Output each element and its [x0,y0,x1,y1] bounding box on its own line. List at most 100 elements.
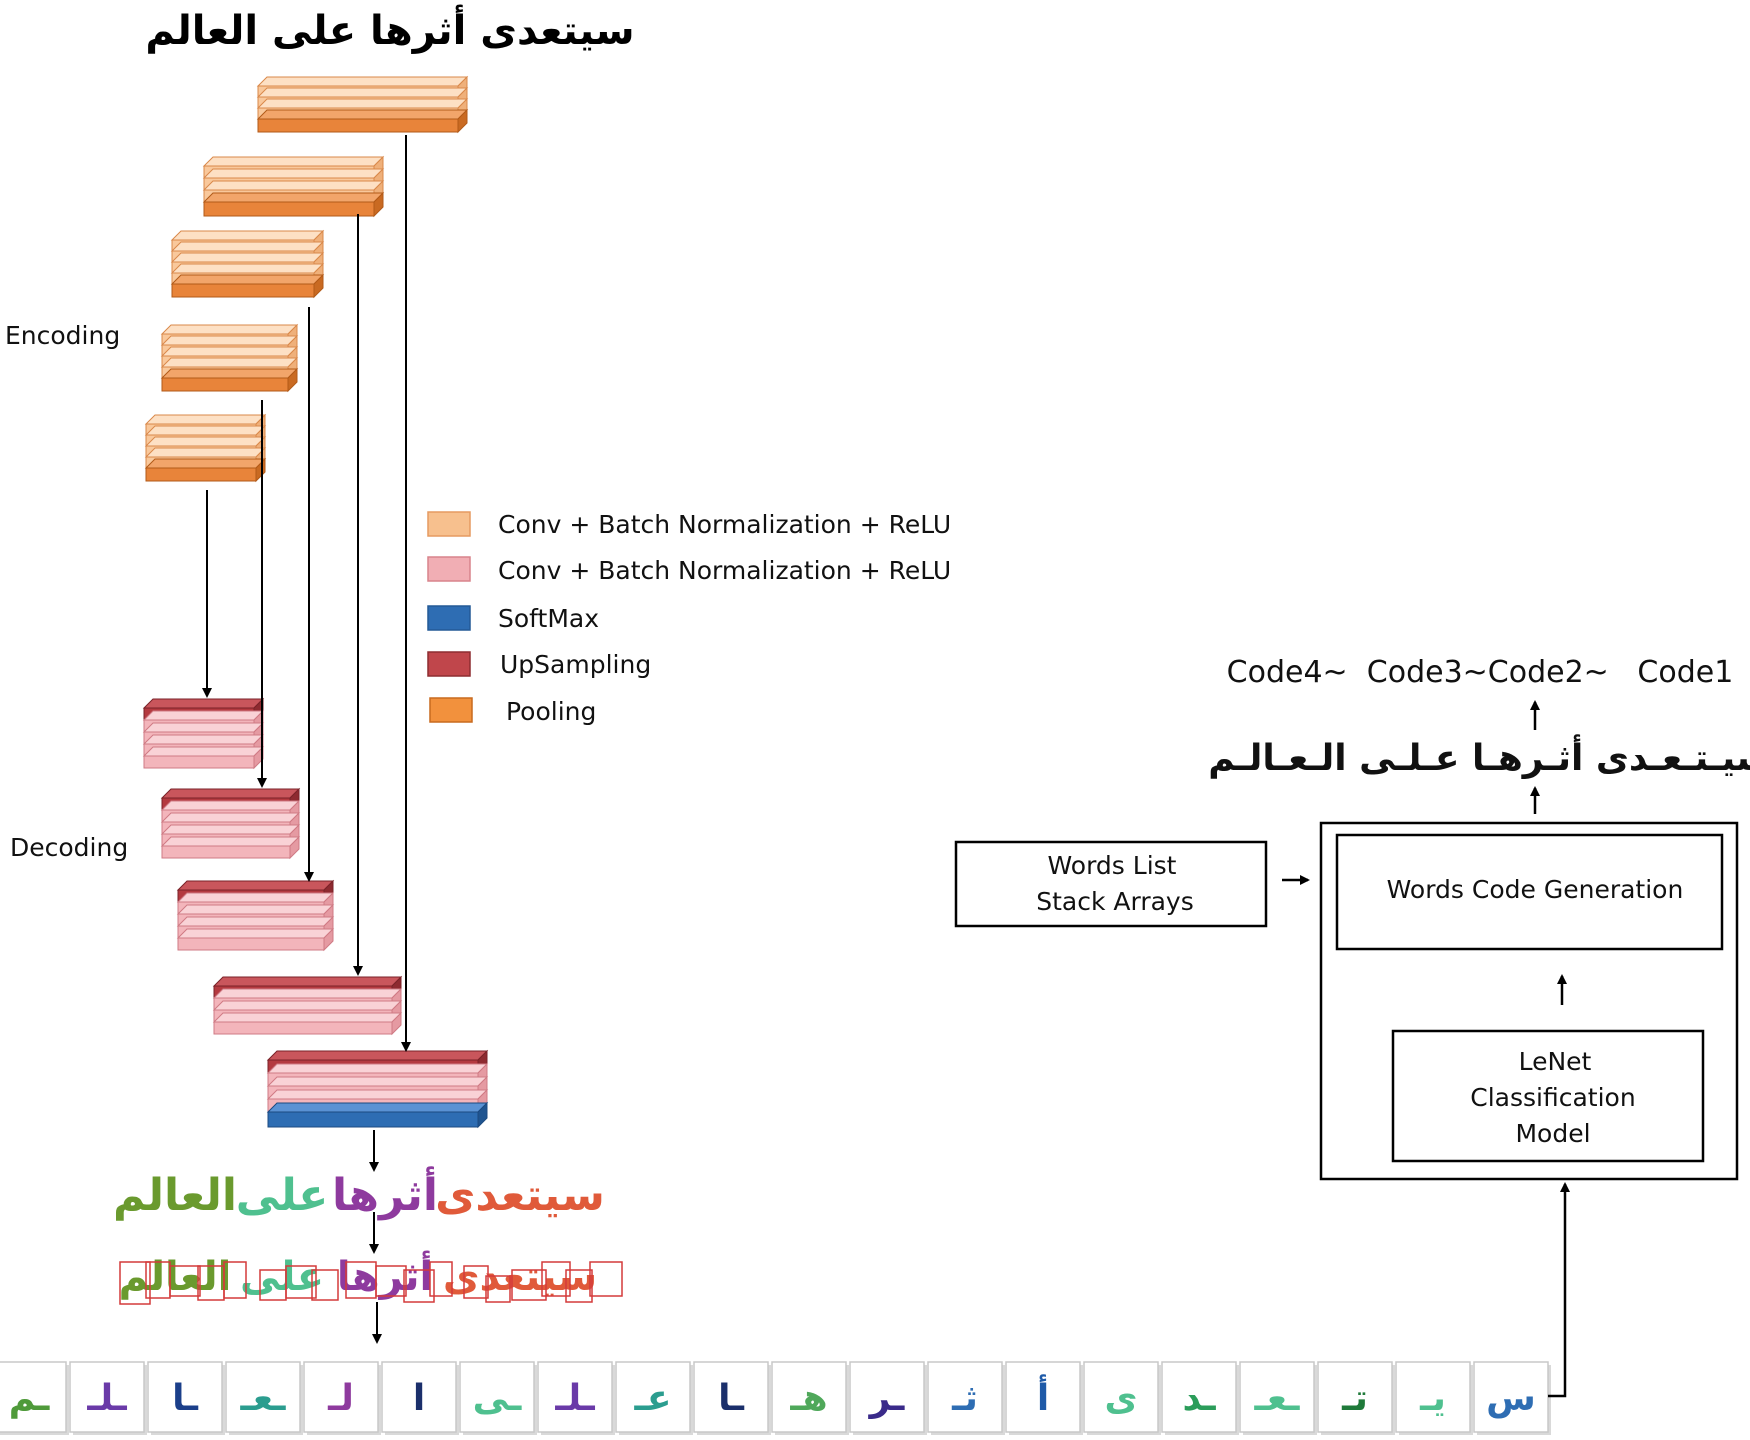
tile-frame [303,1361,379,1433]
character-tile: لـ [303,1361,381,1435]
tile-frame [459,1361,535,1433]
conv-layer-top [176,928,335,939]
character-tile: عـ [615,1361,693,1435]
upsampling-layer-top [160,788,301,799]
decoder-block-1 [142,697,265,770]
character-glyph: ـد [1182,1378,1216,1419]
conv-layer-top [142,734,265,745]
title: سيتعدى أثرها على العالم [145,4,634,54]
conv-layer [213,1021,393,1035]
conv-layer-top [266,1063,489,1074]
codes-text: Code4~ Code3~Code2~ Code1 [1227,655,1734,690]
character-bbox [345,1261,377,1299]
tiles-to-lenet-connector [1548,1182,1570,1398]
conv-layer-top [202,168,385,179]
conv-layer-top [212,1000,403,1011]
character-glyph: ـا [718,1378,745,1419]
tile-frame [1317,1361,1393,1433]
segmented-word: سيتعدى [435,1170,605,1221]
boxed-word: أثرها [337,1250,433,1300]
tile-frame [849,1361,925,1433]
character-tile: ا [381,1361,459,1435]
tile-frame [615,1361,691,1433]
character-tile: ـر [849,1361,927,1435]
encoding-label: Encoding [5,321,120,350]
character-glyph: ـر [868,1378,905,1419]
character-bbox [119,1261,151,1305]
conv-layer-top [212,988,403,999]
legend-label-softmax: SoftMax [498,604,599,633]
tile-frame [693,1361,769,1433]
pooling-layer-top [160,368,299,379]
tile-frame [1005,1361,1081,1433]
conv-layer-top [160,346,299,357]
character-tile: ـد [1161,1361,1239,1435]
segmented-word: على [236,1170,329,1221]
conv-layer-top [256,76,469,87]
lenet-box [1391,1029,1705,1163]
pooling-layer [203,201,375,217]
conv-layer-top [160,357,299,368]
character-bbox [259,1269,287,1301]
legend: Conv + Batch Normalization + ReLU Conv +… [427,510,951,726]
character-bbox [429,1261,453,1297]
tile-frame [0,1361,67,1433]
pipeline: Code4~ Code3~Code2~ Code1 سيـتـعـدى أثـر… [954,655,1750,1398]
character-bbox [463,1265,489,1299]
conv-layer-top [170,241,325,252]
conv-layer-top [160,335,299,346]
character-tile: أ [1005,1361,1083,1435]
character-glyph: تـ [1341,1378,1368,1419]
words-list-box [954,840,1268,928]
legend-label-pooling: Pooling [506,697,596,726]
conv-layer-top [144,447,267,458]
character-tile: ـعـ [225,1361,303,1435]
model-label: Model [1515,1119,1590,1148]
character-bbox [197,1265,225,1301]
tile-frame [771,1361,847,1433]
recognized-text: سيـتـعـدى أثـرهـا عـلـى الـعـالـم [1208,734,1750,779]
conv-layer-top [176,916,335,927]
conv-layer-top [142,722,265,733]
words-code-generation-label: Words Code Generation [1387,875,1684,904]
character-tile: ثـ [927,1361,1005,1435]
conv-layer-top [142,746,265,757]
conv-layer-top [170,230,325,241]
conv-layer-top [202,156,385,167]
conv-layer-top [144,414,267,425]
words-code-generation-box [1335,833,1724,951]
conv-layer-top [212,1012,403,1023]
decoder-block-5 [266,1049,489,1129]
skip-connections [202,135,411,1052]
pooling-layer-top [256,109,469,120]
softmax-layer [267,1111,479,1128]
conv-layer-top [160,824,301,835]
boxed-word: العالم [119,1254,232,1300]
pooling-layer [171,283,315,298]
legend-swatch-pooling [429,697,473,723]
character-glyph: س [1486,1378,1536,1419]
classification-label: Classification [1470,1083,1635,1112]
encoder-block-1 [256,75,469,134]
character-tile: هـ [771,1361,849,1435]
pooling-layer [145,467,257,482]
character-tile: ـعـ [1239,1361,1317,1435]
legend-label-conv-encoder: Conv + Batch Normalization + ReLU [498,510,951,539]
character-glyph: يـ [1419,1378,1446,1419]
conv-layer-top [170,263,325,274]
character-glyph: ا [413,1378,425,1419]
legend-swatch-conv-encoder [427,511,471,537]
tile-frame [537,1361,613,1433]
conv-layer-top [256,87,469,98]
character-tile: ى [1083,1361,1161,1435]
character-glyph: ثـ [951,1378,978,1419]
tile-frame [147,1361,223,1433]
legend-swatch-conv-decoder [427,556,471,582]
character-tile: ـا [693,1361,771,1435]
character-bbox [311,1269,339,1301]
conv-layer-top [266,1089,489,1100]
